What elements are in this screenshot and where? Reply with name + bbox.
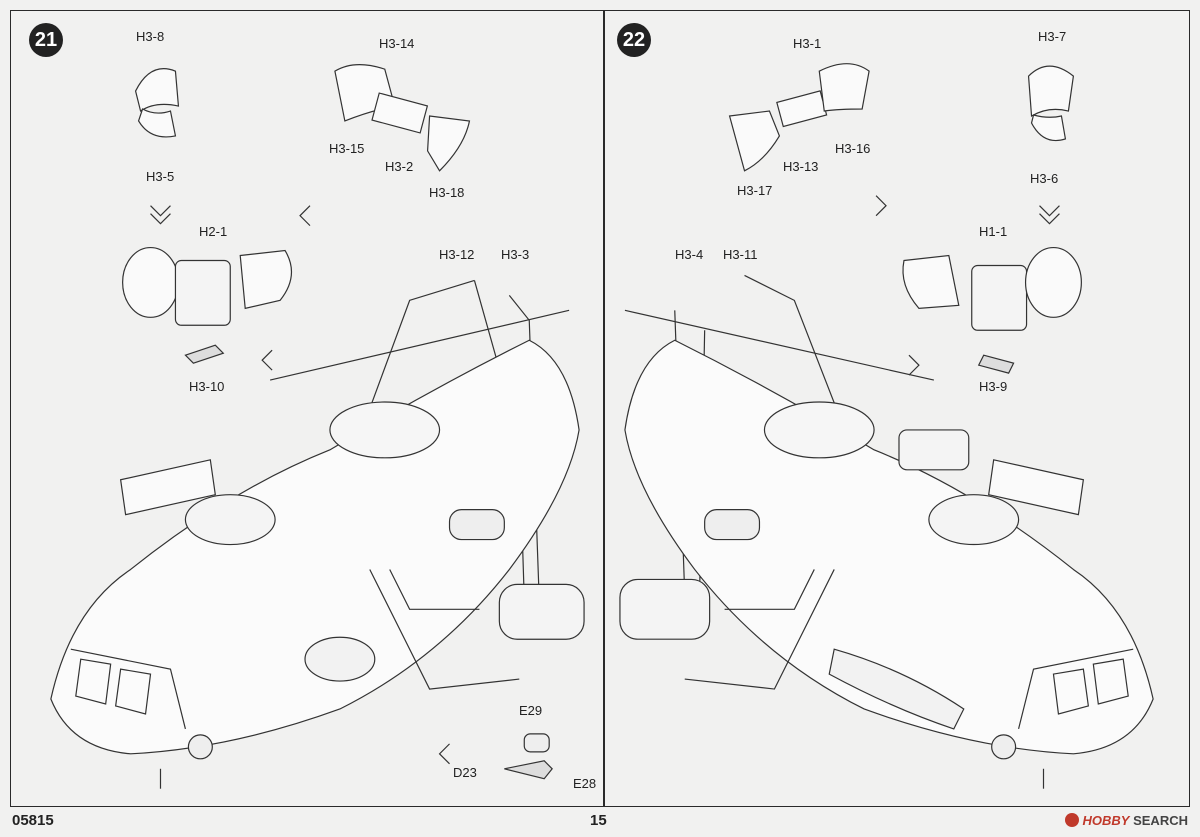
watermark-brand: HOBBY <box>1082 813 1130 828</box>
hobbysearch-logo-icon <box>1064 813 1079 827</box>
part-label: H3-1 <box>793 36 822 51</box>
part-label: H3-18 <box>429 185 465 200</box>
part-label: E28 <box>573 776 597 791</box>
part-label: H3-5 <box>146 169 175 184</box>
part-label: H3-7 <box>1038 29 1067 44</box>
part-label: H3-9 <box>979 379 1008 394</box>
part-label: H3-10 <box>189 379 225 394</box>
part-label: H3-11 <box>723 247 758 262</box>
part-label: H3-2 <box>385 159 414 174</box>
part-label: H3-3 <box>501 247 530 262</box>
part-label: E29 <box>519 703 543 718</box>
part-label: H2-1 <box>199 224 228 239</box>
page-number: 15 <box>590 812 607 829</box>
watermark-text: SEARCH <box>1133 813 1188 828</box>
step-21-assembly-illustration <box>50 64 585 789</box>
part-label: H3-17 <box>737 183 773 198</box>
part-label: H3-6 <box>1030 171 1059 186</box>
step-22-panel: 22 <box>604 10 1190 807</box>
part-label: H3-4 <box>675 247 704 262</box>
part-label: H3-8 <box>136 29 165 44</box>
step-22-assembly-illustration <box>619 63 1154 789</box>
step-21-panel: 21 <box>10 10 604 807</box>
part-label: H1-1 <box>979 224 1008 239</box>
step-number-badge: 21 <box>29 23 63 57</box>
product-code: 05815 <box>12 812 54 829</box>
watermark: HOBBY SEARCH <box>1064 813 1188 828</box>
part-label: H3-16 <box>835 141 871 156</box>
part-label: H3-14 <box>379 36 415 51</box>
part-label: H3-12 <box>439 247 475 262</box>
step-number-badge: 22 <box>617 23 651 57</box>
part-label: D23 <box>453 765 477 780</box>
part-label: H3-13 <box>783 159 819 174</box>
part-label: H3-15 <box>329 141 365 156</box>
